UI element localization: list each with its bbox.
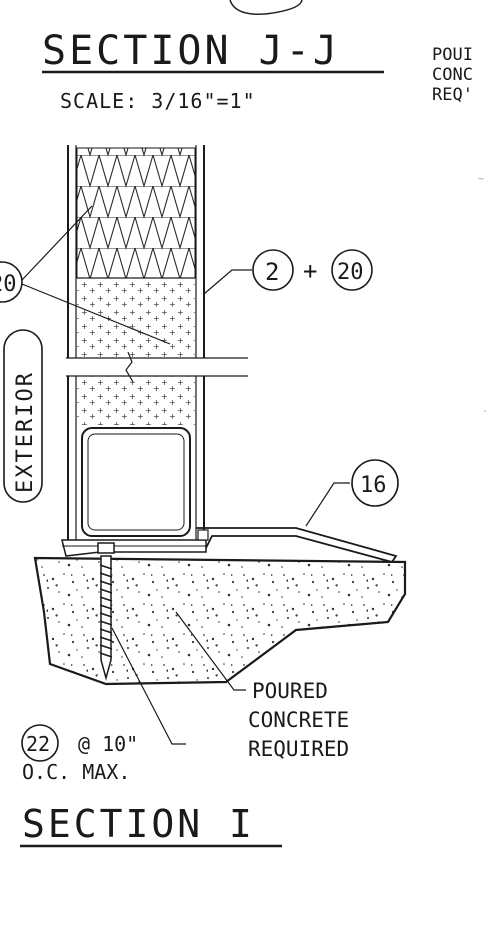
leader-anchor-22 <box>111 627 186 745</box>
anchor-spacing-text: @ 10" <box>78 732 138 756</box>
callout-left-text: 20 <box>0 272 17 297</box>
leader-tag-16 <box>305 482 350 527</box>
faint-mark-2: . <box>482 404 488 415</box>
exterior-label: EXTERIOR <box>13 371 38 493</box>
leader-concrete-note <box>175 611 246 691</box>
anchor-threads <box>99 564 113 658</box>
callout-2-text: 2 <box>265 258 279 286</box>
fill-insulation-hatch <box>77 280 195 425</box>
callout-2-bubble <box>252 249 294 291</box>
flashing-16 <box>196 527 398 564</box>
anchor-oc-text: O.C. MAX. <box>22 760 130 784</box>
bottom-track-channel <box>81 427 191 537</box>
anchor-head <box>97 542 115 554</box>
break-symbol <box>125 351 134 383</box>
callout-20-bubble <box>331 249 373 291</box>
exterior-capsule <box>3 329 43 503</box>
break-band <box>66 358 250 376</box>
callout-left-bubble <box>0 261 23 303</box>
callout-22-bubble <box>21 724 59 762</box>
concrete-note-line1: POURED <box>252 679 328 703</box>
callout-16-text: 16 <box>360 473 387 498</box>
leader-left-tag <box>21 205 171 345</box>
concrete-note-line2: CONCRETE <box>248 708 349 732</box>
rigid-insulation-hatch <box>76 147 196 279</box>
top-bubble-fragment <box>229 0 303 15</box>
callout-plus: + <box>303 257 317 285</box>
faint-mark-1: ~ <box>478 174 484 185</box>
side-note-line3: REQ' <box>432 85 473 105</box>
concrete-note-line3: REQUIRED <box>248 737 349 761</box>
callout-16-bubble <box>351 459 399 507</box>
section-top-title: SECTION J-J <box>42 28 340 74</box>
side-note-line1: POUI <box>432 45 473 65</box>
side-note-line2: CONC <box>432 65 473 85</box>
section-top-scale: SCALE: 3/16"=1" <box>60 89 256 113</box>
sill-plate <box>61 539 207 557</box>
section-bottom-title: SECTION I <box>22 802 255 846</box>
callout-20-text: 20 <box>337 260 364 285</box>
concrete-slab <box>33 556 407 686</box>
callout-22-text: 22 <box>26 732 50 756</box>
leader-tag-2-20 <box>203 269 252 295</box>
